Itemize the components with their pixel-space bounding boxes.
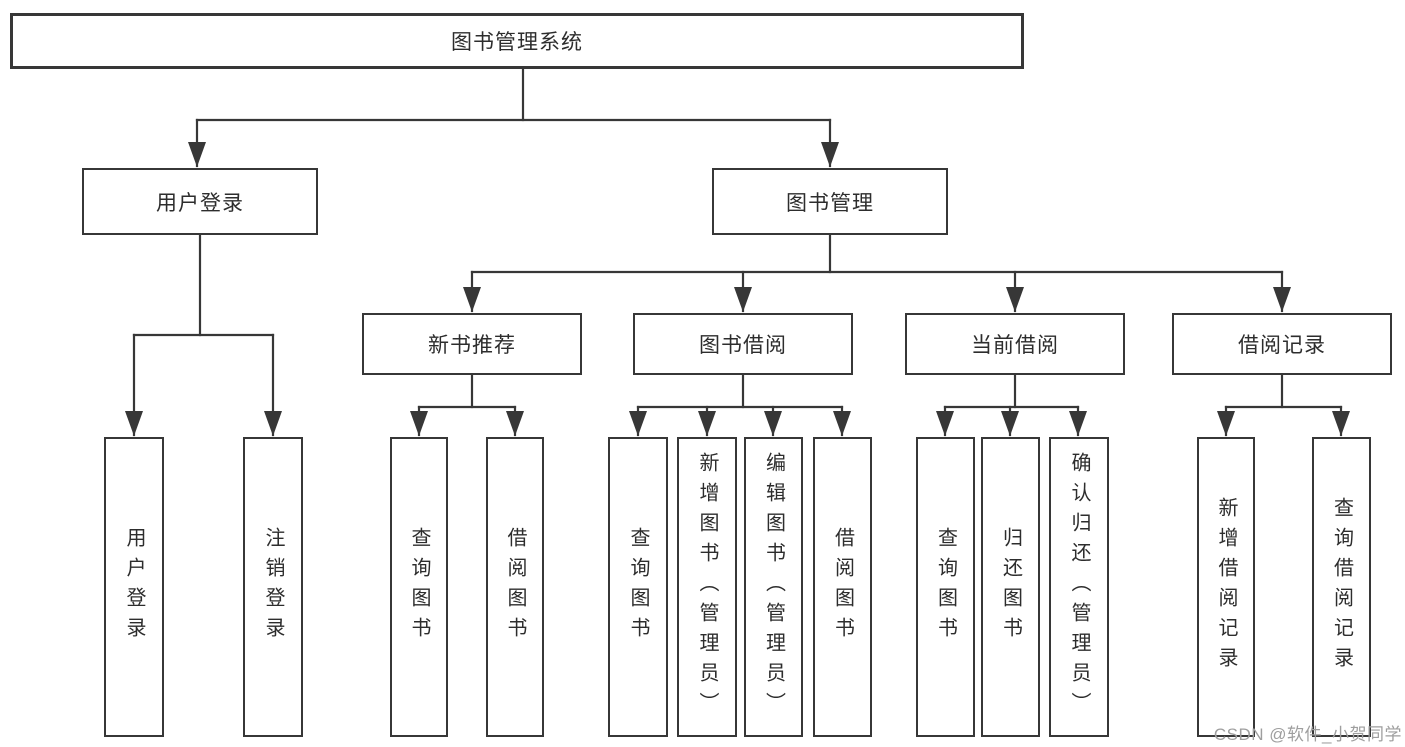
- leaf-search-books-borrowing: 查询图书: [608, 437, 668, 737]
- leaf-search-books-recommend: 查询图书: [390, 437, 448, 737]
- leaf-label: 注销登录: [262, 527, 284, 647]
- node-label: 图书借阅: [699, 334, 787, 357]
- node-new-book-recommendation: 新书推荐: [362, 313, 582, 375]
- leaf-label: 编辑图书（管理员）: [762, 452, 785, 722]
- leaf-label: 新增借阅记录: [1215, 497, 1237, 677]
- node-user-login: 用户登录: [82, 168, 318, 235]
- leaf-label: 查询图书: [934, 527, 957, 647]
- leaf-label: 借阅图书: [504, 527, 526, 647]
- leaf-return-books: 归还图书: [981, 437, 1040, 737]
- node-label: 新书推荐: [428, 334, 516, 357]
- node-book-management: 图书管理: [712, 168, 948, 235]
- leaf-search-books-current: 查询图书: [916, 437, 975, 737]
- leaf-label: 查询借阅记录: [1330, 497, 1353, 677]
- leaf-borrow-books-recommend: 借阅图书: [486, 437, 544, 737]
- node-label: 图书管理系统: [451, 31, 583, 54]
- csdn-watermark: CSDN @软件_小贺同学: [1213, 725, 1402, 744]
- node-label: 图书管理: [786, 191, 874, 215]
- node-library-management-system: 图书管理系统: [10, 13, 1024, 69]
- leaf-label: 查询图书: [627, 527, 649, 647]
- leaf-borrow-books: 借阅图书: [813, 437, 872, 737]
- node-label: 用户登录: [156, 191, 244, 215]
- leaf-label: 确认归还（管理员）: [1068, 452, 1090, 722]
- leaf-label: 新增图书（管理员）: [696, 452, 718, 722]
- leaf-user-login: 用户登录: [104, 437, 164, 737]
- leaf-edit-books-admin: 编辑图书（管理员）: [744, 437, 803, 737]
- leaf-logout: 注销登录: [243, 437, 303, 737]
- node-label: 当前借阅: [971, 334, 1059, 357]
- leaf-search-borrow-record: 查询借阅记录: [1312, 437, 1371, 737]
- leaf-label: 查询图书: [408, 527, 430, 647]
- edges: [125, 67, 1350, 437]
- leaf-add-books-admin: 新增图书（管理员）: [677, 437, 737, 737]
- leaf-label: 归还图书: [999, 527, 1022, 647]
- node-book-borrowing: 图书借阅: [633, 313, 853, 375]
- leaf-label: 用户登录: [123, 527, 145, 647]
- node-label: 借阅记录: [1238, 334, 1326, 357]
- node-current-borrowing: 当前借阅: [905, 313, 1125, 375]
- leaf-confirm-return-admin: 确认归还（管理员）: [1049, 437, 1109, 737]
- node-borrowing-records: 借阅记录: [1172, 313, 1392, 375]
- leaf-add-borrow-record: 新增借阅记录: [1197, 437, 1255, 737]
- leaf-label: 借阅图书: [831, 527, 854, 647]
